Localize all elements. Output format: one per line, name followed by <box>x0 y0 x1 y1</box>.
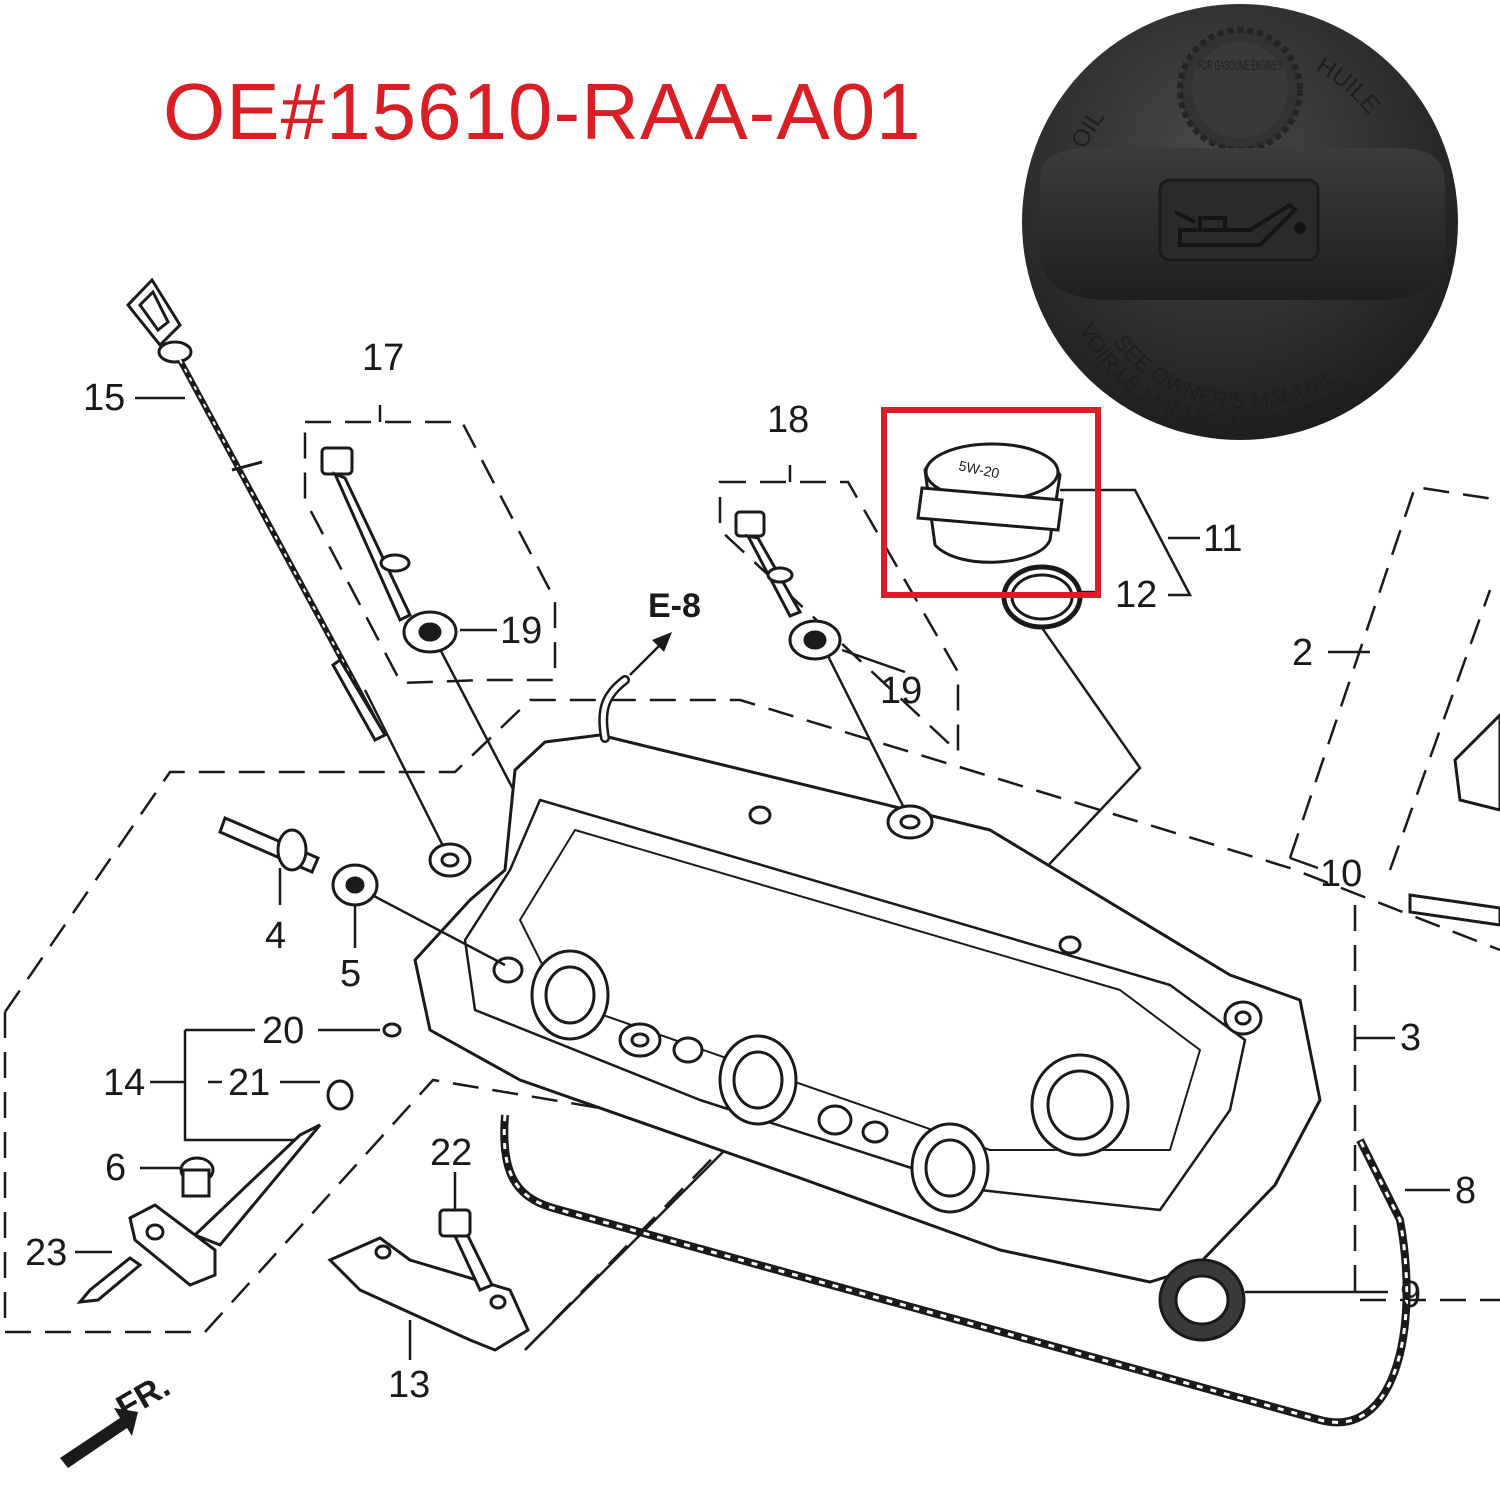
stud-4 <box>218 815 320 874</box>
callout-2: 2 <box>1292 632 1313 674</box>
plug-tube-seals <box>530 949 1130 1214</box>
oil-can-icon <box>1174 202 1306 247</box>
callout-6: 6 <box>105 1147 126 1189</box>
callout-17: 17 <box>362 337 404 379</box>
bracket-15 <box>327 1208 530 1352</box>
callout-19-a: 19 <box>500 610 542 652</box>
callout-20: 20 <box>262 1010 304 1052</box>
callout-22: 22 <box>430 1132 472 1174</box>
callout-5: 5 <box>340 953 361 995</box>
callout-14: 14 <box>103 1062 145 1104</box>
reference-e8: E-8 <box>648 587 701 625</box>
callout-12: 12 <box>1115 574 1157 616</box>
highlight-box <box>881 407 1101 598</box>
callout-23: 23 <box>25 1232 67 1274</box>
callout-9: 9 <box>1400 1274 1421 1316</box>
front-arrow: FR. <box>60 1367 176 1468</box>
callout-10: 10 <box>1320 853 1362 895</box>
cover-grommets <box>428 804 1263 1144</box>
callout-labels: 17 18 15 19 19 11 12 2 10 3 8 9 4 5 20 1… <box>25 337 1476 1406</box>
callout-21: 21 <box>228 1062 270 1104</box>
bolt-17 <box>320 446 458 654</box>
callout-3: 3 <box>1400 1017 1421 1059</box>
cap-badge-text: FOR GASOLINE ENGINES <box>1198 57 1282 73</box>
oil-cap-photo: FOR GASOLINE ENGINES OIL HUILE SEE OWNER… <box>1022 4 1458 440</box>
callout-13: 15 <box>83 377 125 419</box>
sensor-14 <box>76 1022 402 1304</box>
cylinder-head-partial <box>1408 712 1500 927</box>
part-number-title: OE#15610-RAA-A01 <box>163 67 922 156</box>
callout-11: 11 <box>1203 518 1242 560</box>
washer-5 <box>331 863 379 907</box>
callout-15: 13 <box>388 1364 430 1406</box>
dipstick <box>126 277 388 742</box>
seal-9 <box>1158 1258 1246 1342</box>
callout-19-b: 19 <box>880 670 922 712</box>
callout-8: 8 <box>1455 1170 1476 1212</box>
oil-filler-cap-part: 5W-20 <box>881 407 1101 630</box>
callout-4: 4 <box>265 915 286 957</box>
bolt-18 <box>734 510 842 661</box>
callout-18: 18 <box>767 399 809 441</box>
assembly-outlines <box>3 420 1500 1351</box>
